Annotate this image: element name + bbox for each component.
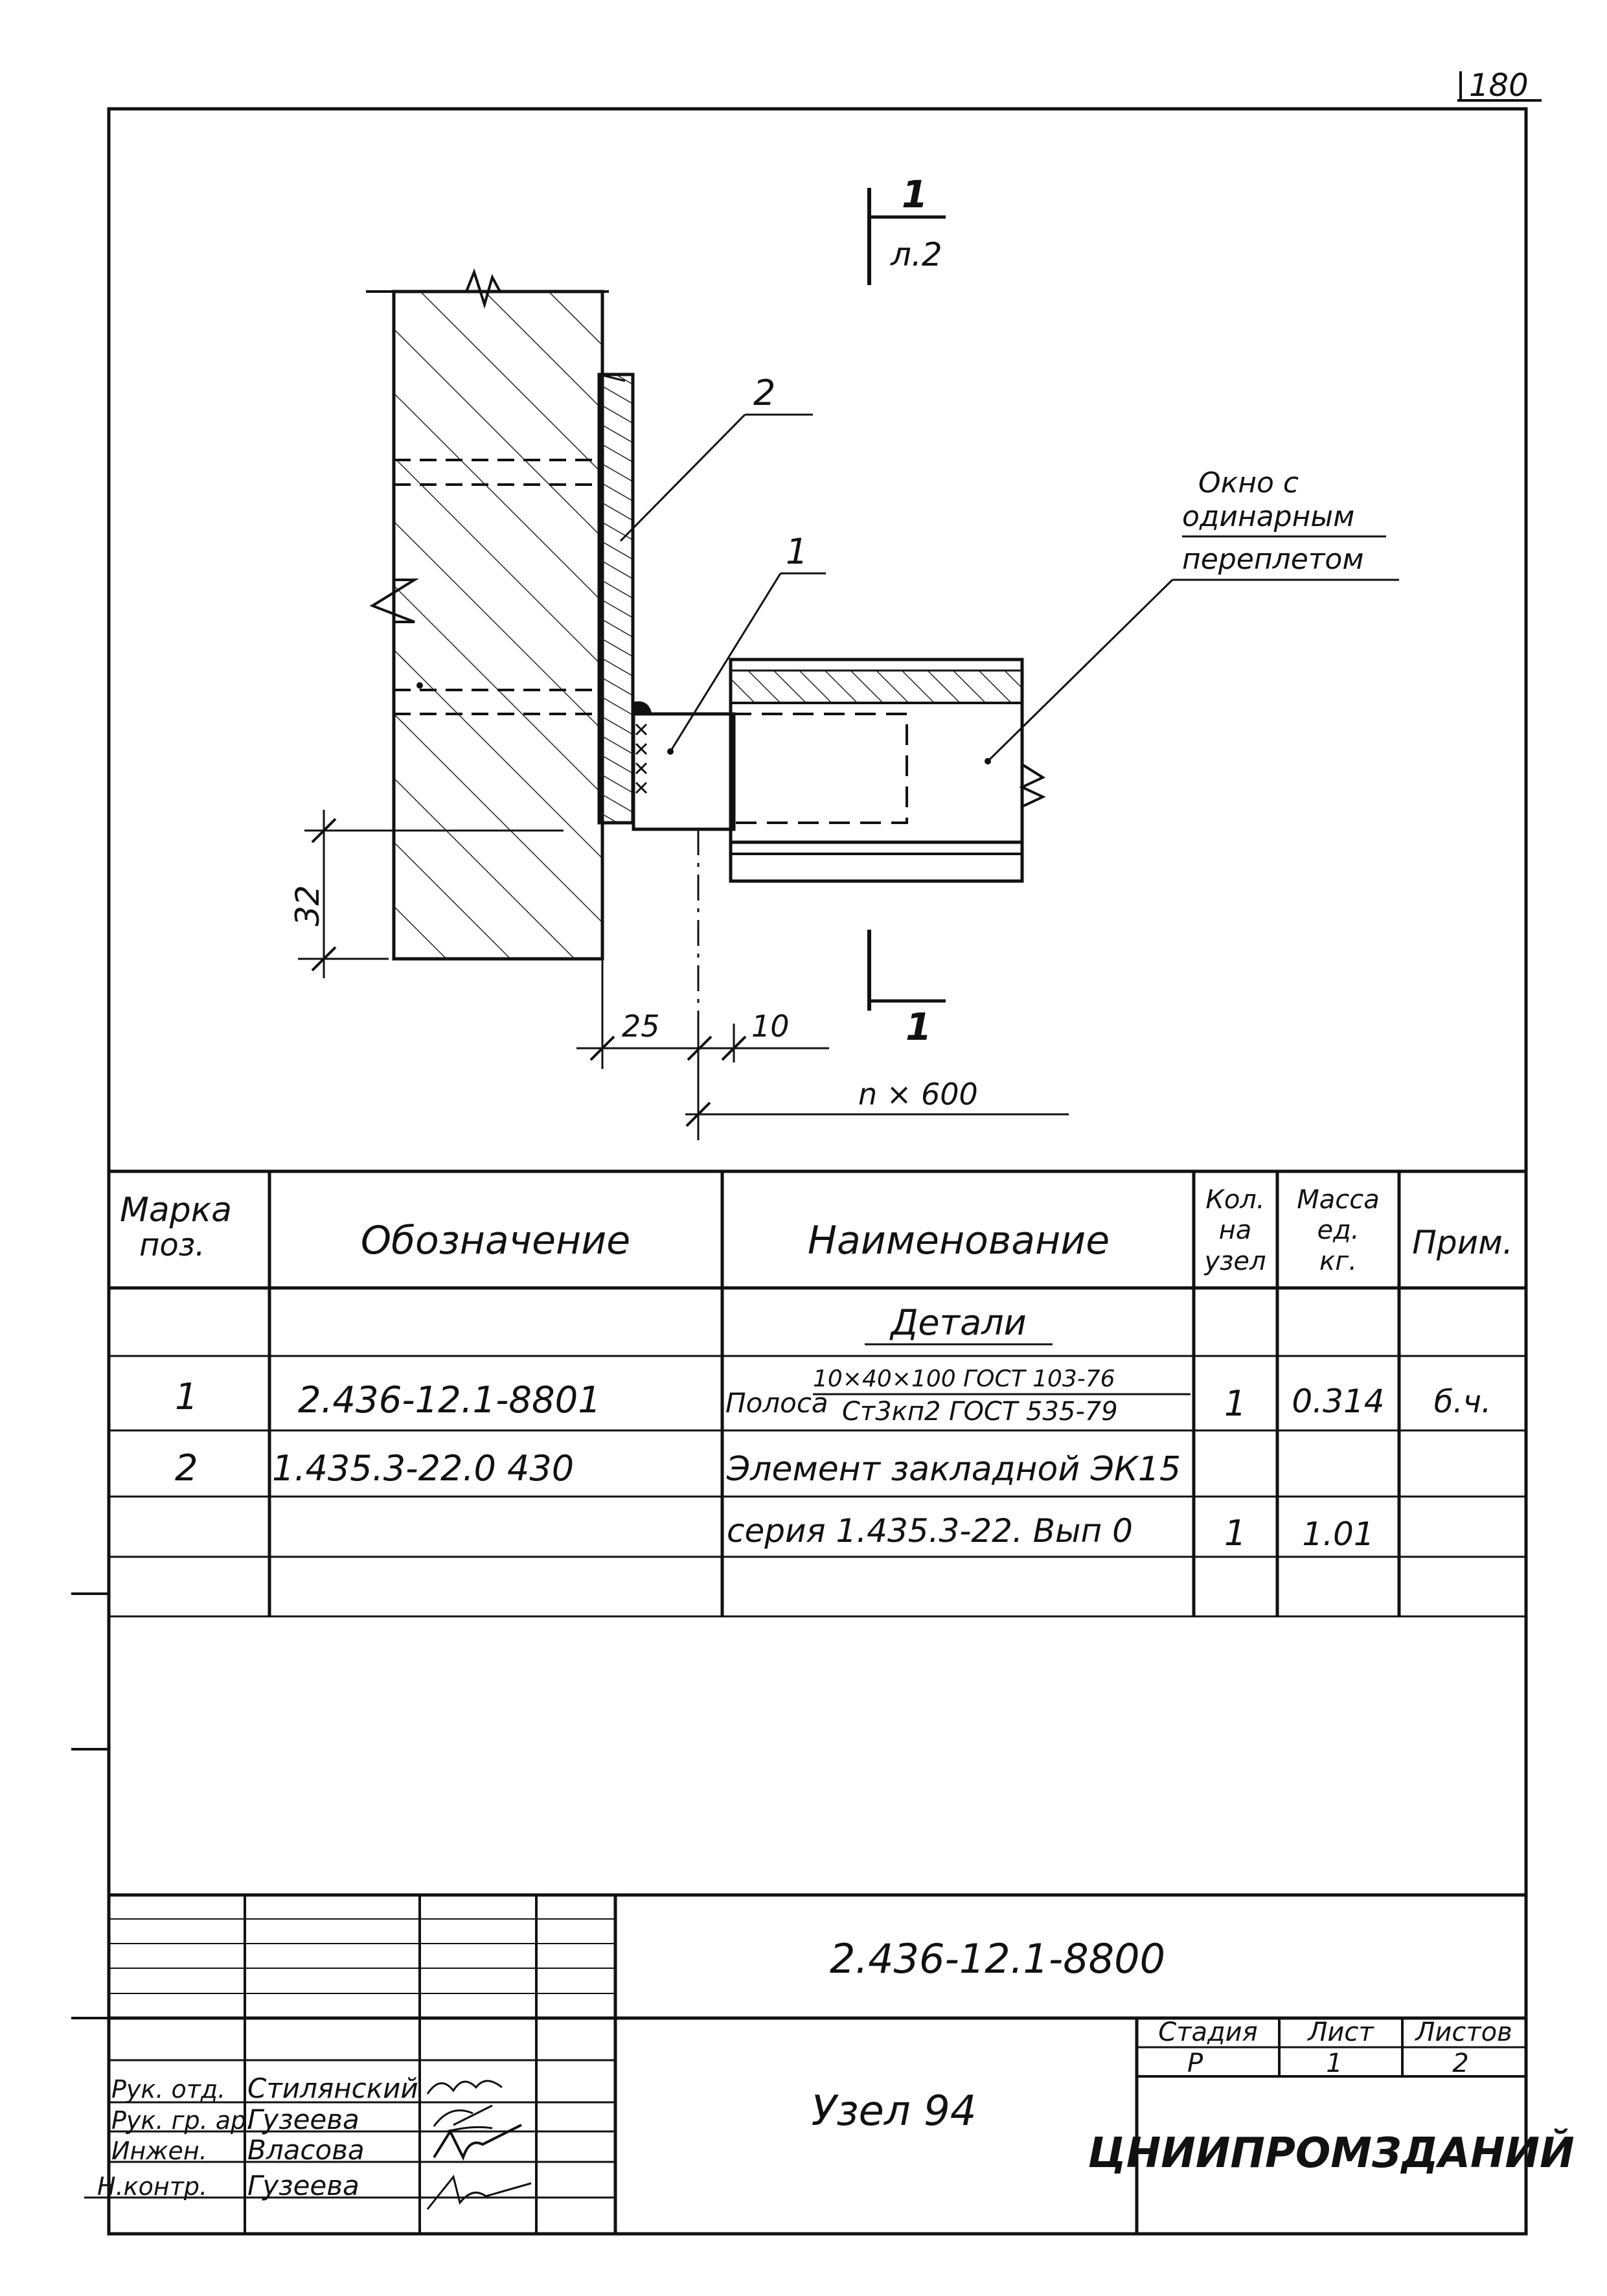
- svg-text:Масса: Масса: [1297, 1185, 1380, 1215]
- svg-text:2: 2: [175, 1447, 198, 1489]
- svg-text:10: 10: [751, 1009, 790, 1044]
- svg-text:ед.: ед.: [1317, 1215, 1360, 1245]
- svg-text:2.436-12.1-8801: 2.436-12.1-8801: [298, 1379, 601, 1421]
- table-header: Марка поз. Обозначение Наименование Кол.…: [120, 1185, 1513, 1276]
- svg-text:кг.: кг.: [1319, 1246, 1357, 1276]
- callout-window: Окно с одинарным переплетом: [985, 466, 1399, 764]
- svg-text:Прим.: Прим.: [1412, 1224, 1512, 1261]
- svg-text:1: 1: [902, 172, 928, 216]
- svg-text:Гузеева: Гузеева: [247, 2170, 359, 2201]
- svg-text:одинарным: одинарным: [1182, 500, 1354, 533]
- svg-text:Кол.: Кол.: [1205, 1185, 1264, 1215]
- svg-text:узел: узел: [1203, 1246, 1266, 1276]
- svg-text:1: 1: [1326, 2049, 1342, 2078]
- callout-pos2: 2: [619, 373, 813, 542]
- window-frame: [729, 658, 1046, 883]
- svg-text:Рук. отд.: Рук. отд.: [111, 2075, 225, 2104]
- svg-text:Марка: Марка: [120, 1191, 232, 1230]
- section-mark-bottom: 1: [867, 930, 946, 1049]
- svg-text:0.314: 0.314: [1292, 1383, 1384, 1420]
- svg-text:б.ч.: б.ч.: [1434, 1384, 1491, 1420]
- svg-text:1.01: 1.01: [1302, 1515, 1374, 1553]
- svg-text:поз.: поз.: [139, 1227, 205, 1263]
- break-line: [366, 268, 609, 309]
- svg-text:Н.контр.: Н.контр.: [97, 2172, 207, 2201]
- steel-strip: [632, 712, 736, 831]
- drawing-title: Узел 94: [811, 2087, 976, 2135]
- dimension-32: 32: [289, 810, 337, 978]
- node-drawing: 32 25 10 n × 600 1 л.2: [289, 172, 1399, 1140]
- wall-section: [392, 290, 604, 961]
- organization-name: ЦНИИПРОМЗДАНИЙ: [1088, 2128, 1574, 2177]
- svg-text:32: 32: [289, 885, 326, 926]
- svg-text:Стадия: Стадия: [1158, 2017, 1257, 2047]
- svg-text:Листов: Листов: [1414, 2017, 1512, 2047]
- svg-text:на: на: [1219, 1215, 1252, 1245]
- svg-text:Рук. гр. ар.: Рук. гр. ар.: [111, 2106, 254, 2135]
- svg-text:л.2: л.2: [890, 236, 942, 273]
- document-code: 2.436-12.1-8800: [830, 1935, 1165, 1982]
- svg-text:2: 2: [1452, 2049, 1468, 2078]
- break-line: [369, 579, 420, 623]
- embedded-plate: [597, 373, 635, 825]
- svg-text:Гузеева: Гузеева: [247, 2104, 359, 2135]
- svg-text:Стилянский: Стилянский: [247, 2072, 418, 2104]
- svg-text:2: 2: [753, 373, 775, 413]
- signature-row: Н.контр. Гузеева: [97, 2170, 532, 2210]
- signature-row: Инжен. Власова: [111, 2124, 522, 2166]
- section-mark-top: 1 л.2: [867, 172, 946, 285]
- table-row: серия 1.435.3-22. Вып 0 1 1.01: [727, 1512, 1374, 1554]
- svg-text:180: 180: [1469, 67, 1529, 104]
- svg-text:Инжен.: Инжен.: [111, 2137, 207, 2165]
- table-row: 1 2.436-12.1-8801 Полоса 10×40×100 ГОСТ …: [175, 1366, 1491, 1427]
- title-block: Рук. отд. Стилянский Рук. гр. ар. Гузеев…: [84, 1893, 1575, 2234]
- svg-text:Р: Р: [1187, 2049, 1203, 2078]
- svg-text:10×40×100 ГОСТ 103-76: 10×40×100 ГОСТ 103-76: [813, 1366, 1115, 1392]
- signature-row: Рук. гр. ар. Гузеева: [111, 2104, 493, 2135]
- svg-text:1: 1: [906, 1005, 931, 1049]
- svg-text:25: 25: [622, 1009, 660, 1044]
- svg-text:переплетом: переплетом: [1182, 543, 1364, 576]
- table-row: 2 1.435.3-22.0 430 Элемент закладной ЭК1…: [175, 1447, 1181, 1489]
- dimension-25-10: 25 10: [576, 1009, 829, 1062]
- spec-table: Марка поз. Обозначение Наименование Кол.…: [109, 1169, 1526, 1618]
- weld-marks: [632, 701, 652, 794]
- callout-pos1: 1: [667, 531, 826, 755]
- svg-text:Полоса: Полоса: [725, 1387, 828, 1419]
- svg-text:n × 600: n × 600: [858, 1077, 978, 1112]
- signature-row: Рук. отд. Стилянский: [111, 2072, 503, 2104]
- svg-text:Обозначение: Обозначение: [361, 1218, 630, 1263]
- svg-text:Окно с: Окно с: [1198, 466, 1299, 499]
- svg-text:Наименование: Наименование: [808, 1218, 1110, 1263]
- svg-text:1: 1: [175, 1376, 198, 1418]
- svg-text:Ст3кп2 ГОСТ 535-79: Ст3кп2 ГОСТ 535-79: [842, 1397, 1118, 1427]
- svg-text:1: 1: [1224, 1383, 1246, 1424]
- svg-text:Власова: Власова: [247, 2134, 365, 2166]
- section-title: Детали: [889, 1302, 1027, 1343]
- page-number: 180: [1457, 67, 1542, 104]
- svg-text:1: 1: [1224, 1513, 1246, 1554]
- svg-text:Элемент закладной ЭК15: Элемент закладной ЭК15: [726, 1450, 1181, 1489]
- svg-text:Лист: Лист: [1306, 2017, 1374, 2047]
- dimension-step: n × 600: [685, 1077, 1069, 1127]
- svg-text:1.435.3-22.0 430: 1.435.3-22.0 430: [272, 1448, 574, 1489]
- svg-text:1: 1: [786, 531, 808, 572]
- svg-text:серия 1.435.3-22. Вып 0: серия 1.435.3-22. Вып 0: [727, 1512, 1133, 1550]
